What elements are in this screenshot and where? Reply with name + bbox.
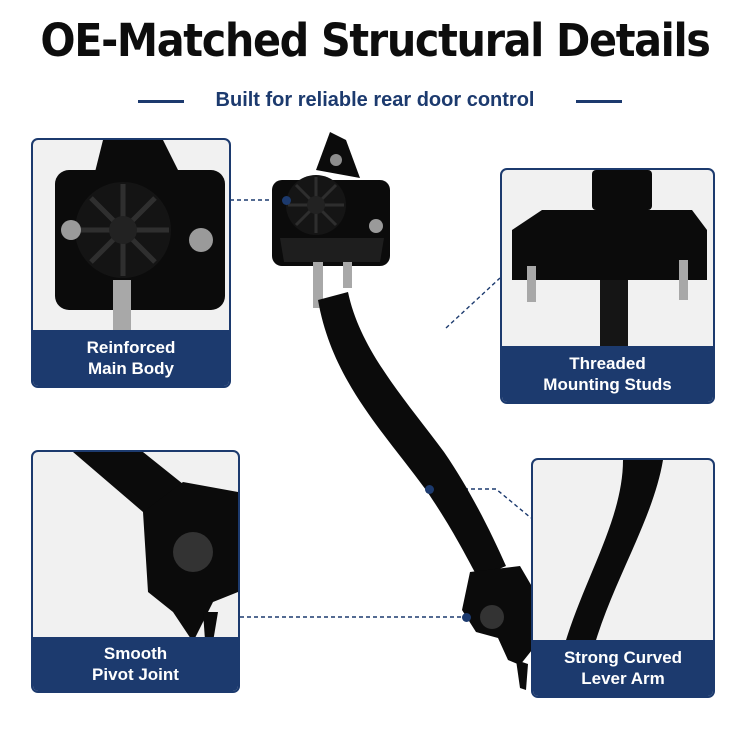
main-body-closeup <box>55 140 225 340</box>
callout-label-mounting-studs-line2: Mounting Studs <box>543 375 672 394</box>
callout-label-pivot-joint-line2: Pivot Joint <box>92 665 179 684</box>
subtitle-divider-right <box>576 100 622 103</box>
lever-arm-closeup <box>563 460 663 650</box>
mounting-studs-closeup <box>512 170 707 360</box>
callout-label-main-body: Reinforced Main Body <box>33 330 229 386</box>
subtitle-divider-left <box>138 100 184 103</box>
callout-label-lever-arm: Strong Curved Lever Arm <box>533 640 713 696</box>
callout-card-pivot-joint: Smooth Pivot Joint <box>31 450 240 693</box>
callout-label-mounting-studs-line1: Threaded <box>569 354 646 373</box>
callout-card-lever-arm: Strong Curved Lever Arm <box>531 458 715 698</box>
callout-label-lever-arm-line1: Strong Curved <box>563 648 683 667</box>
callout-card-main-body: Reinforced Main Body <box>31 138 231 388</box>
callout-label-pivot-joint-line1: Smooth <box>103 644 168 663</box>
subtitle-row: Built for reliable rear door control <box>0 86 750 116</box>
callout-card-mounting-studs: Threaded Mounting Studs <box>500 168 715 404</box>
lever-part <box>272 132 534 690</box>
page-title: OE-Matched Structural Details <box>40 14 711 67</box>
page-subtitle: Built for reliable rear door control <box>215 89 535 111</box>
callout-label-main-body-line1: Reinforced <box>86 338 176 357</box>
callout-dot-pivot <box>462 613 471 622</box>
callout-label-mounting-studs: Threaded Mounting Studs <box>502 346 713 402</box>
callout-dot-body <box>282 196 291 205</box>
callout-label-lever-arm-line2: Lever Arm <box>581 669 665 688</box>
callout-label-pivot-joint: Smooth Pivot Joint <box>33 637 238 691</box>
callout-dot-arm <box>425 485 434 494</box>
pivot-joint-closeup <box>73 452 238 642</box>
callout-label-main-body-line2: Main Body <box>88 359 174 378</box>
